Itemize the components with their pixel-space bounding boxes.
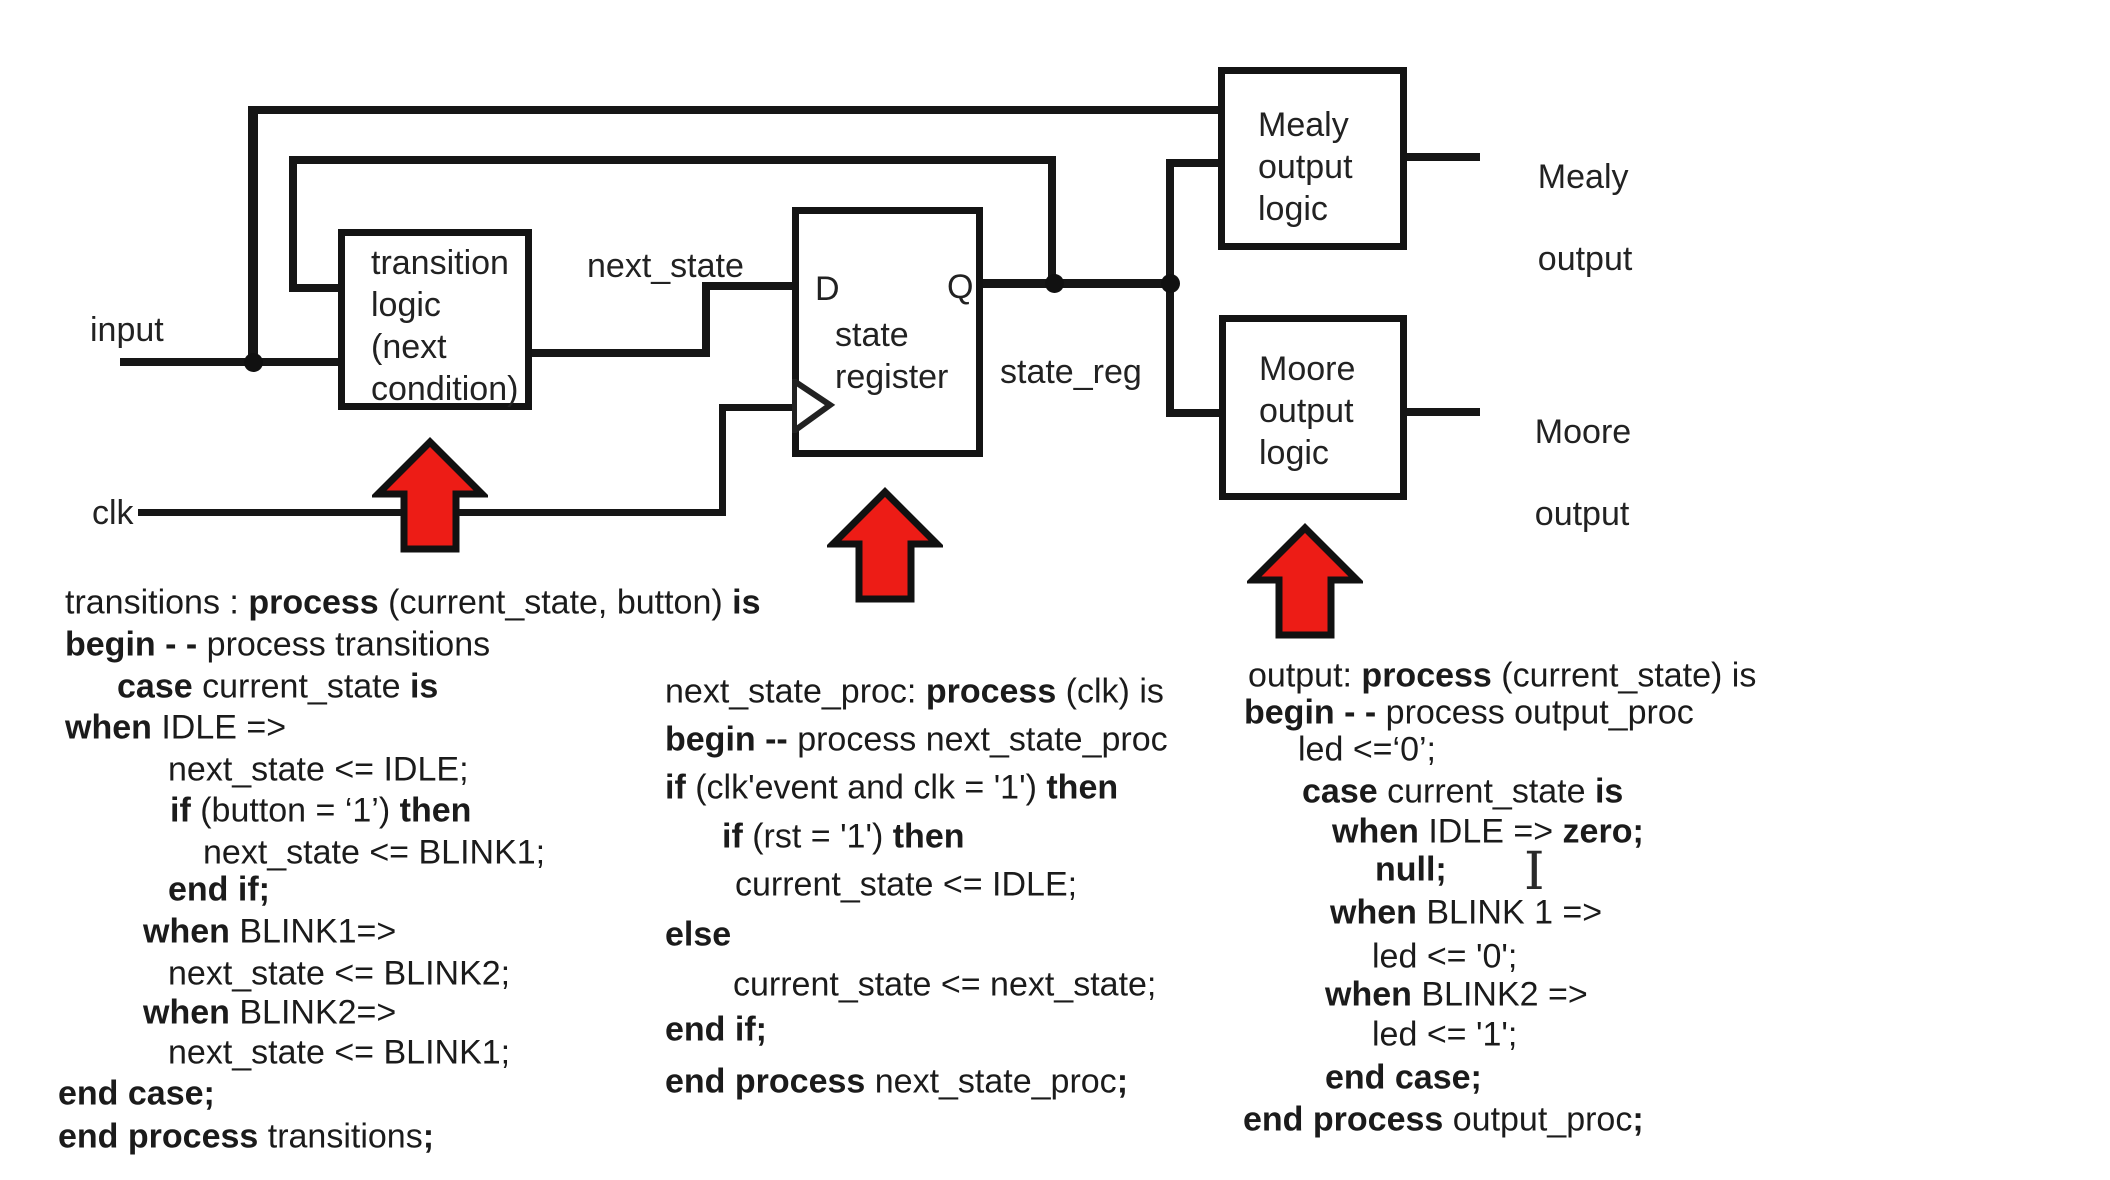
input-label: input	[90, 311, 164, 349]
mealy-output-label: Mealy output	[1537, 158, 1633, 278]
transitions-process-line: end if;	[168, 870, 270, 909]
output-process-line: case current_state is	[1302, 772, 1624, 811]
output-process-line: end process output_proc;	[1243, 1100, 1644, 1139]
junction-input	[244, 353, 263, 372]
next-state-process-line: else	[665, 915, 732, 954]
wire-next-state-h1	[530, 349, 710, 357]
q-pin-label: Q	[947, 268, 974, 306]
next-state-process-line: current_state <= IDLE;	[735, 865, 1078, 904]
wire-input-feedback-top	[249, 106, 1218, 114]
transitions-process-line: when IDLE =>	[65, 708, 287, 747]
arrow-up-transition-icon	[372, 437, 488, 553]
next-state-process-line: current_state <= next_state;	[733, 965, 1157, 1004]
output-process-line: led <= '1';	[1372, 1015, 1518, 1054]
transitions-process-line: next_state <= BLINK1;	[203, 833, 546, 872]
transitions-process-line: next_state <= BLINK1;	[168, 1033, 511, 1072]
wire-state-reg	[981, 279, 1174, 288]
transitions-process-line: next_state <= IDLE;	[168, 750, 469, 789]
moore-output-label: Moore output	[1534, 413, 1632, 533]
output-process-line: when BLINK 1 =>	[1330, 893, 1603, 932]
transitions-process-line: begin - - process transitions	[65, 625, 491, 664]
wire-next-state-vertical	[702, 282, 710, 357]
transitions-process-line: end process transitions;	[58, 1117, 435, 1156]
next-state-process-line: if (rst = '1') then	[722, 817, 965, 856]
wire-input	[120, 358, 340, 366]
junction-state-feedback	[1045, 274, 1064, 293]
output-process-line: when IDLE => zero;	[1332, 812, 1644, 851]
next-state-process-line: begin -- process next_state_proc	[665, 720, 1168, 759]
clock-edge-triangle-icon	[792, 379, 836, 433]
output-process-line: begin - - process output_proc	[1244, 693, 1694, 732]
wire-state-feedback-vertical-right	[1048, 156, 1056, 289]
d-pin-label: D	[815, 270, 840, 308]
wire-state-feedback-into-box	[289, 284, 340, 292]
junction-state-reg	[1161, 274, 1180, 293]
next-state-process-line: end if;	[665, 1010, 767, 1049]
wire-mealy-output	[1405, 153, 1480, 161]
output-process-line: when BLINK2 =>	[1325, 975, 1588, 1014]
wire-moore-input-horizontal	[1166, 409, 1221, 417]
wire-input-feedback-vertical	[248, 106, 258, 366]
transitions-process-line: next_state <= BLINK2;	[168, 954, 511, 993]
text-cursor-icon: I	[1524, 842, 1545, 902]
transitions-process-line: when BLINK2=>	[143, 993, 397, 1032]
wire-moore-input-vertical	[1166, 283, 1174, 417]
wire-clk-vertical	[719, 404, 726, 516]
transitions-process-line: end case;	[58, 1074, 215, 1113]
wire-state-feedback-horizontal	[289, 156, 1056, 164]
wire-state-feedback-vertical-left	[289, 156, 297, 292]
next-state-label: next_state	[587, 247, 744, 285]
next-state-process-line: if (clk'event and clk = '1') then	[665, 768, 1119, 807]
transitions-process-line: if (button = ‘1’) then	[170, 791, 472, 830]
output-process-line: null;	[1375, 850, 1447, 889]
transitions-process-line: when BLINK1=>	[143, 912, 397, 951]
wire-mealy-input-vertical	[1166, 159, 1174, 288]
wire-next-state-h2	[702, 282, 794, 290]
output-process-line: led <=‘0’;	[1298, 730, 1436, 769]
transitions-process-line: case current_state is	[117, 667, 439, 706]
transitions-process-line: transitions : process (current_state, bu…	[65, 583, 761, 622]
wire-mealy-input-horizontal	[1166, 159, 1220, 167]
arrow-up-register-icon	[827, 487, 943, 603]
wire-moore-output	[1405, 408, 1480, 416]
wire-clk-into-register	[719, 404, 794, 411]
next-state-process-line: next_state_proc: process (clk) is	[665, 672, 1164, 711]
clk-label: clk	[92, 494, 134, 532]
output-process-line: output: process (current_state) is	[1248, 656, 1757, 695]
arrow-up-output-icon	[1247, 523, 1363, 639]
next-state-process-line: end process next_state_proc;	[665, 1062, 1129, 1101]
output-process-line: end case;	[1325, 1058, 1482, 1097]
state-reg-label: state_reg	[1000, 353, 1142, 391]
output-process-line: led <= '0';	[1372, 937, 1518, 976]
